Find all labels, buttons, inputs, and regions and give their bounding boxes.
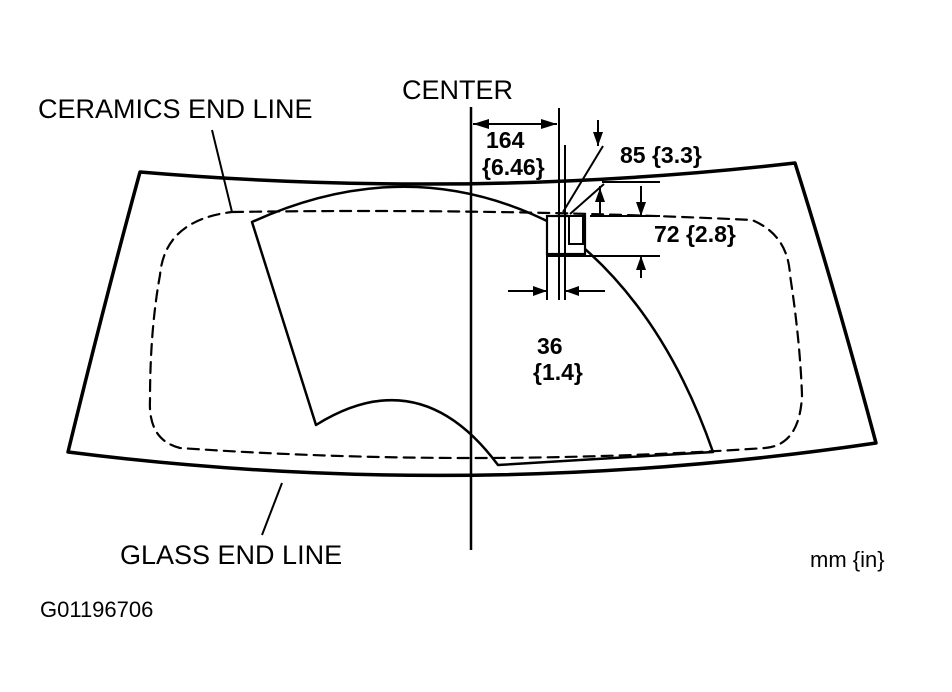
dim-164-in-label: {6.46} <box>482 154 545 180</box>
glass-end-line-label: GLASS END LINE <box>120 540 342 570</box>
dim-164-mm-label: 164 <box>486 127 525 153</box>
dim-85-diagonal <box>562 145 604 213</box>
units-label: mm {in} <box>810 547 885 572</box>
dim-85-label: 85 {3.3} <box>620 142 702 168</box>
glass-leader-line <box>261 482 283 536</box>
dim-36-arrow-right <box>565 286 579 296</box>
wiper-area-outline <box>250 185 715 467</box>
center-label: CENTER <box>402 75 513 105</box>
dim-85-arrow-top <box>593 132 603 146</box>
figure-id-label: G01196706 <box>40 597 153 622</box>
dim-85-diagonal-2 <box>569 183 605 215</box>
dim-72-label: 72 {2.8} <box>654 221 736 247</box>
dim-85-arrow-up <box>595 188 605 202</box>
ceramics-end-line-label: CERAMICS END LINE <box>38 94 313 124</box>
dim-164-arrow-left <box>473 119 489 129</box>
dim-36-mm-label: 36 <box>537 333 563 359</box>
dim-36-arrow-left <box>533 286 547 296</box>
ceramics-outline <box>148 209 804 460</box>
dim-72-arrow-down <box>636 202 646 216</box>
ceramics-leader-line <box>211 129 233 213</box>
dim-164-arrow-right <box>541 119 557 129</box>
mirror-mount-inner <box>568 215 584 245</box>
dim-36-in-label: {1.4} <box>533 359 583 385</box>
dim-72-arrow-up <box>636 256 646 270</box>
glass-outline <box>66 161 878 478</box>
